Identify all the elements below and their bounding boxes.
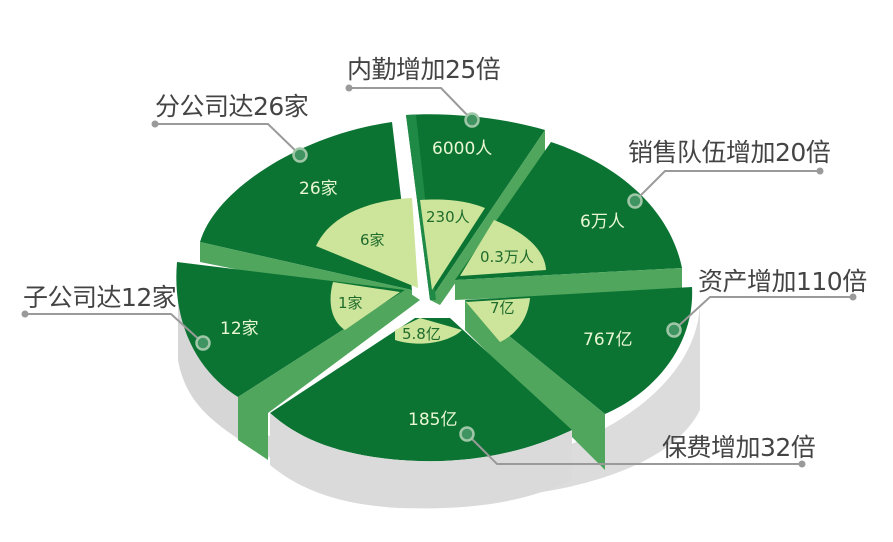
inner-ring-subsidiaries — [330, 282, 400, 330]
inner-value-branch-offices: 6家 — [360, 231, 385, 249]
outer-value-sales-force: 6万人 — [580, 212, 625, 232]
leader-assets — [673, 296, 853, 331]
inner-value-subsidiaries: 1家 — [338, 294, 363, 312]
leader-lines — [25, 87, 853, 465]
inner-value-sales-force: 0.3万人 — [480, 248, 534, 266]
slice-premiums-shadow — [270, 413, 572, 509]
inner-value-assets: 7亿 — [490, 299, 515, 317]
outer-value-branch-offices: 26家 — [299, 179, 338, 199]
callout-premiums-title: 保费增加32倍 — [662, 433, 816, 462]
outer-value-back-office: 6000人 — [432, 139, 493, 159]
inner-ring-assets — [466, 298, 530, 342]
leader-dots — [195, 112, 682, 442]
leader-premiums — [466, 433, 802, 465]
slice-back-office-side — [430, 130, 545, 305]
leader-subsidiaries — [25, 313, 204, 344]
slice-premiums — [270, 318, 572, 462]
slice-assets-side — [465, 300, 605, 470]
inner-ring-sales — [460, 220, 546, 276]
inner-ring-branch — [316, 198, 418, 288]
callout-branch-offices-title: 分公司达26家 — [155, 92, 309, 121]
inner-value-back-office: 230人 — [426, 208, 470, 226]
outer-value-subsidiaries: 12家 — [220, 319, 259, 339]
leader-back-office — [349, 87, 473, 121]
callout-sales-force-title: 销售队伍增加20倍 — [628, 138, 831, 167]
inner-ring-backoffice — [420, 199, 485, 290]
slice-subsidiaries-side — [238, 290, 420, 460]
outer-value-assets: 767亿 — [583, 330, 633, 350]
inner-ring-premiums — [395, 318, 462, 344]
callout-subsidiaries-title: 子公司达12家 — [23, 283, 177, 312]
leader-sales-force — [634, 170, 820, 202]
callout-assets-title: 资产增加110倍 — [698, 267, 867, 296]
outer-value-premiums: 185亿 — [408, 410, 458, 430]
leader-endpoints — [21, 84, 857, 468]
callout-back-office-title: 内勤增加25倍 — [347, 55, 501, 84]
leader-branch-offices — [155, 123, 301, 156]
inner-value-premiums: 5.8亿 — [402, 325, 441, 343]
